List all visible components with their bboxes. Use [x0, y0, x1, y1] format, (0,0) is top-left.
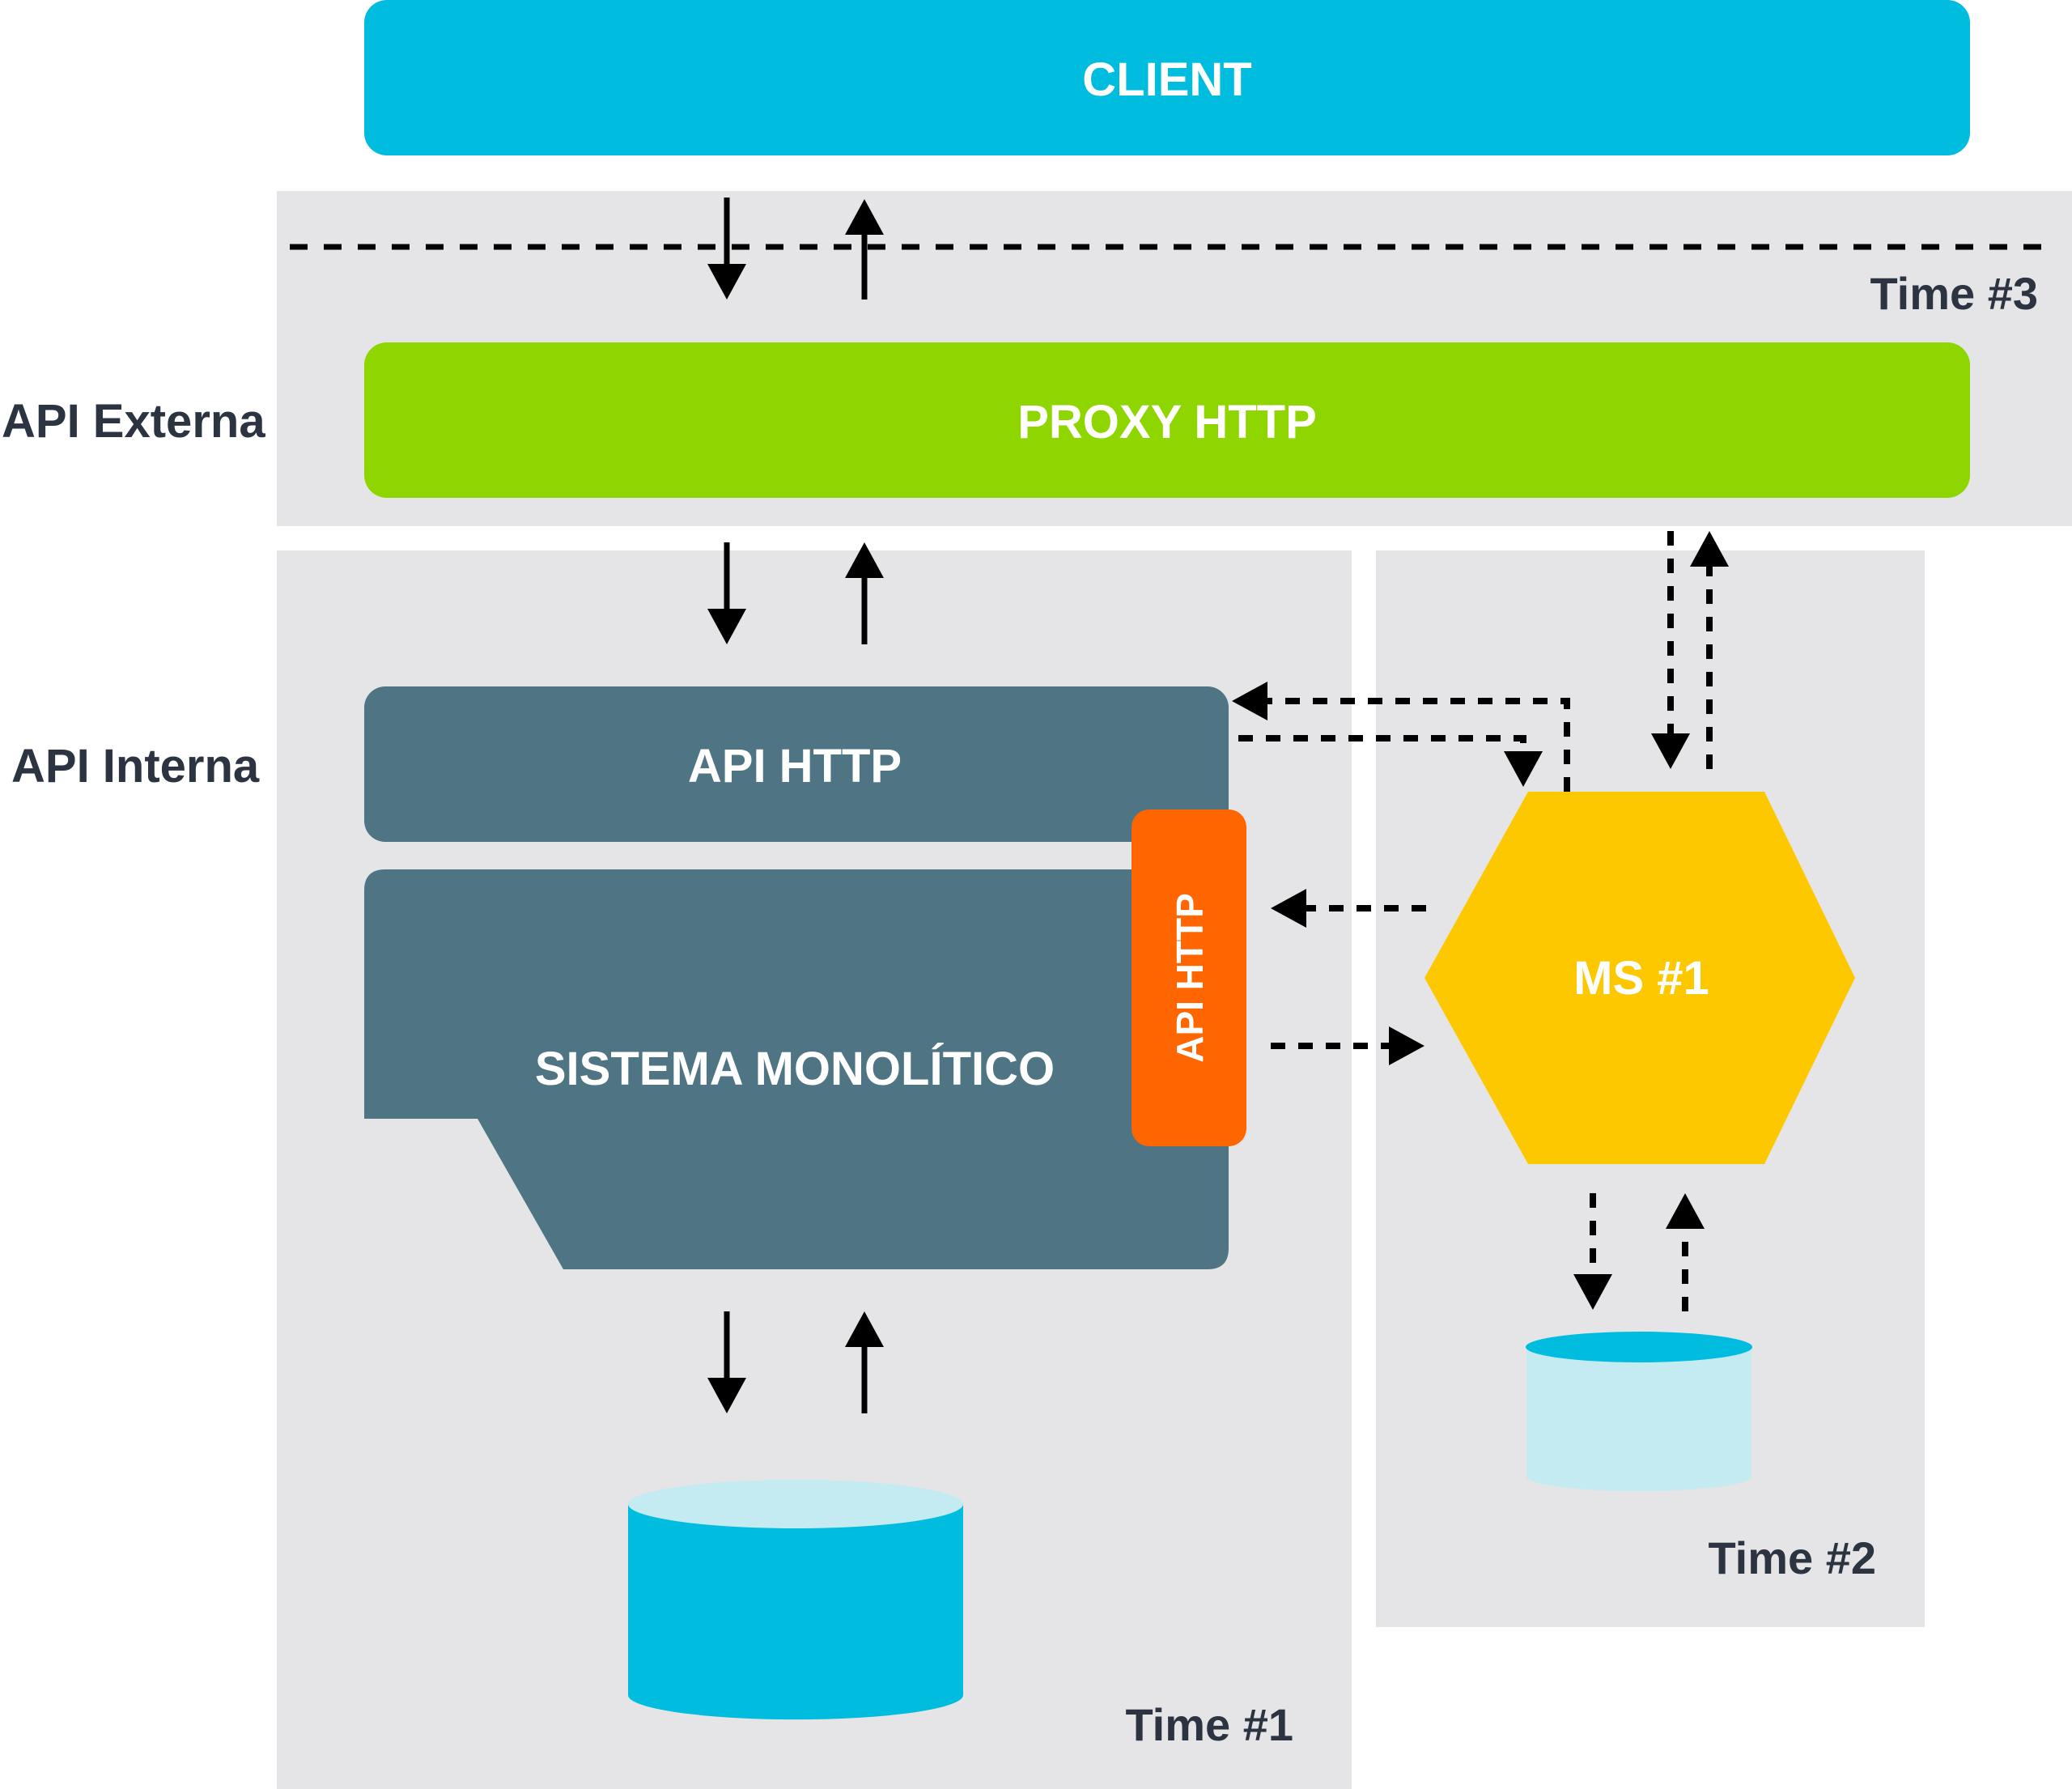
arrow-icon: [1690, 531, 1729, 567]
monolith-api-label: API HTTP: [688, 740, 902, 793]
microservice-label: MS #1: [1573, 952, 1709, 1005]
database-icon: [628, 1480, 963, 1720]
arrow-icon: [1651, 733, 1690, 769]
arrow-icon: [707, 1378, 746, 1413]
arrow-icon: [1232, 682, 1267, 720]
proxy-label: PROXY HTTP: [1017, 396, 1317, 448]
api-interna-label: API Interna: [11, 740, 260, 793]
arrow-icon: [1238, 735, 1526, 751]
team1-label: Time #1: [1125, 1699, 1293, 1750]
arrow-icon: [845, 542, 884, 578]
monolith-system-box: [364, 869, 1229, 1269]
arrow-icon: [1504, 751, 1543, 787]
team2-label: Time #2: [1708, 1532, 1876, 1583]
arrow-icon: [1389, 1026, 1424, 1065]
arrow-icon: [1264, 698, 1570, 792]
client-box: [364, 0, 1970, 155]
database-icon: [1526, 1332, 1752, 1491]
arrow-icon: [845, 1311, 884, 1347]
arrow-icon: [1666, 1193, 1705, 1229]
side-api-box: [1132, 810, 1246, 1146]
microservice-box: [1424, 792, 1855, 1164]
api-externa-label: API Externa: [2, 395, 265, 448]
arrow-icon: [845, 199, 884, 235]
monolith-api-box: [364, 686, 1229, 842]
arrow-icon: [1271, 889, 1306, 928]
client-label: CLIENT: [1082, 53, 1251, 106]
arrow-icon: [707, 264, 746, 300]
team3-label: Time #3: [1870, 268, 2038, 319]
arrow-icon: [1573, 1274, 1612, 1310]
monolith-system-label: SISTEMA MONOLÍTICO: [535, 1043, 1055, 1095]
side-api-label: API HTTP: [1169, 893, 1211, 1063]
arrow-icon: [707, 609, 746, 644]
proxy-box: [364, 342, 1970, 498]
